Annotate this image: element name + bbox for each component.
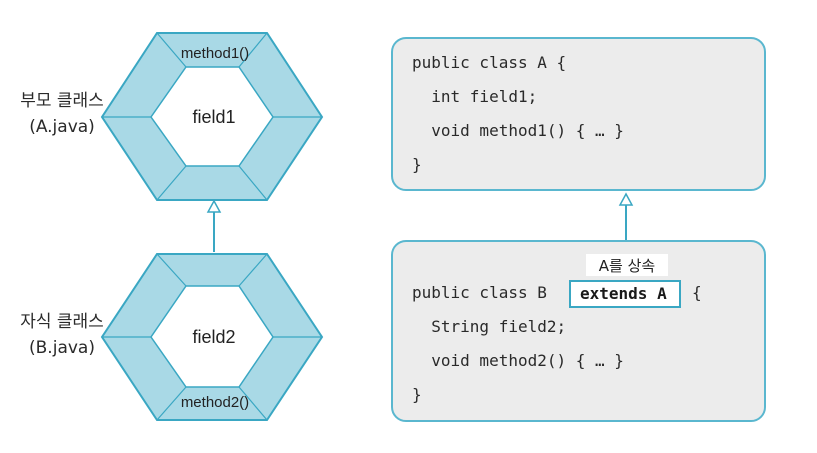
extends-keyword: extends A <box>580 284 667 303</box>
parent-field-label: field1 <box>192 107 235 127</box>
class-b-code-line: String field2; <box>412 317 566 336</box>
class-a-code-box: public class A { int field1; void method… <box>391 37 766 191</box>
child-method-label: method2() <box>181 394 249 411</box>
parent-class-hexagon: method1() field1 <box>100 32 324 201</box>
child-field-label: field2 <box>192 327 235 347</box>
class-b-code-line: } <box>412 385 422 404</box>
child-class-hexagon: field2 method2() <box>100 253 324 421</box>
hex-inheritance-arrow <box>206 199 222 252</box>
class-b-code-line: void method2() { … } <box>412 351 624 370</box>
inherit-note: A를 상속 <box>599 257 656 275</box>
class-a-code-line: int field1; <box>412 87 537 106</box>
class-b-open-brace: { <box>692 283 702 302</box>
inherit-note-bg <box>586 254 668 276</box>
child-hex-spokes <box>102 253 322 421</box>
parent-hex-spokes <box>102 32 322 201</box>
parent-file-label: (A.java) <box>29 117 95 137</box>
parent-class-label: 부모 클래스 <box>20 91 104 111</box>
extends-highlight-box <box>569 280 681 308</box>
class-a-code-line: public class A { <box>412 53 566 72</box>
parent-method-label: method1() <box>181 45 249 62</box>
class-a-code-line: void method1() { … } <box>412 121 624 140</box>
child-file-label: (B.java) <box>29 338 95 358</box>
class-b-code-box: A를 상속 public class B extends A { String … <box>391 240 766 422</box>
class-a-code-line: } <box>412 155 422 174</box>
class-b-declaration: public class B <box>412 283 547 302</box>
child-class-label: 자식 클래스 <box>20 312 104 332</box>
